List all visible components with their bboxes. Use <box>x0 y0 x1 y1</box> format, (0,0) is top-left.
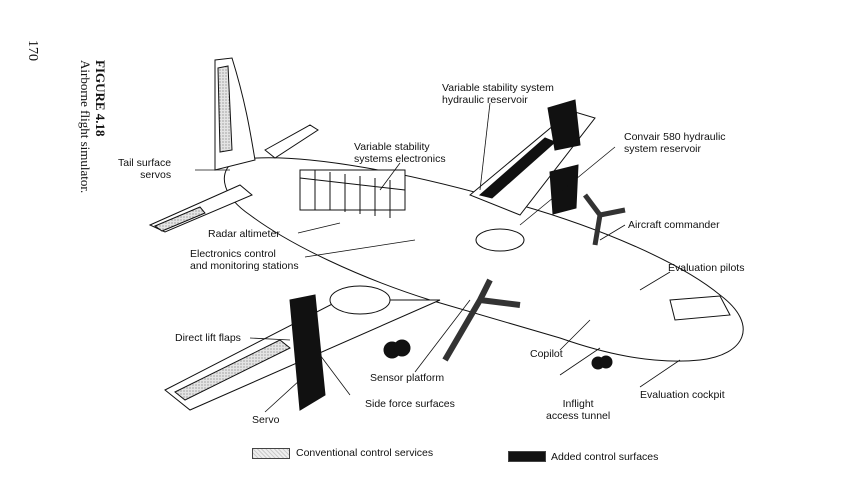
label-variable-stability-hydraulic: Variable stability system hydraulic rese… <box>442 82 554 106</box>
legend-swatch-added <box>508 451 546 462</box>
label-aircraft-commander: Aircraft commander <box>628 219 720 231</box>
label-radar-altimeter: Radar altimeter <box>208 228 280 240</box>
label-variable-stability-electronics: Variable stability systems electronics <box>354 141 446 165</box>
legend-swatch-conventional <box>252 448 290 459</box>
label-inflight-access-tunnel: Inflight access tunnel <box>546 398 611 422</box>
label-copilot: Copilot <box>530 348 563 360</box>
legend-label-added: Added control surfaces <box>551 451 659 463</box>
label-direct-lift-flaps: Direct lift flaps <box>175 332 241 344</box>
label-sensor-platform: Sensor platform <box>370 372 445 384</box>
label-evaluation-pilots: Evaluation pilots <box>668 262 745 274</box>
label-electronics-control: Electronics control and monitoring stati… <box>190 248 299 272</box>
label-evaluation-cockpit: Evaluation cockpit <box>640 389 725 401</box>
label-servo: Servo <box>252 414 280 426</box>
label-convair-hydraulic: Convair 580 hydraulic system reservoir <box>624 131 726 155</box>
label-tail-surface-servos: Tail surface servos <box>118 157 172 181</box>
legend-label-conventional: Conventional control services <box>296 447 434 459</box>
label-side-force-surfaces: Side force surfaces <box>365 398 455 410</box>
